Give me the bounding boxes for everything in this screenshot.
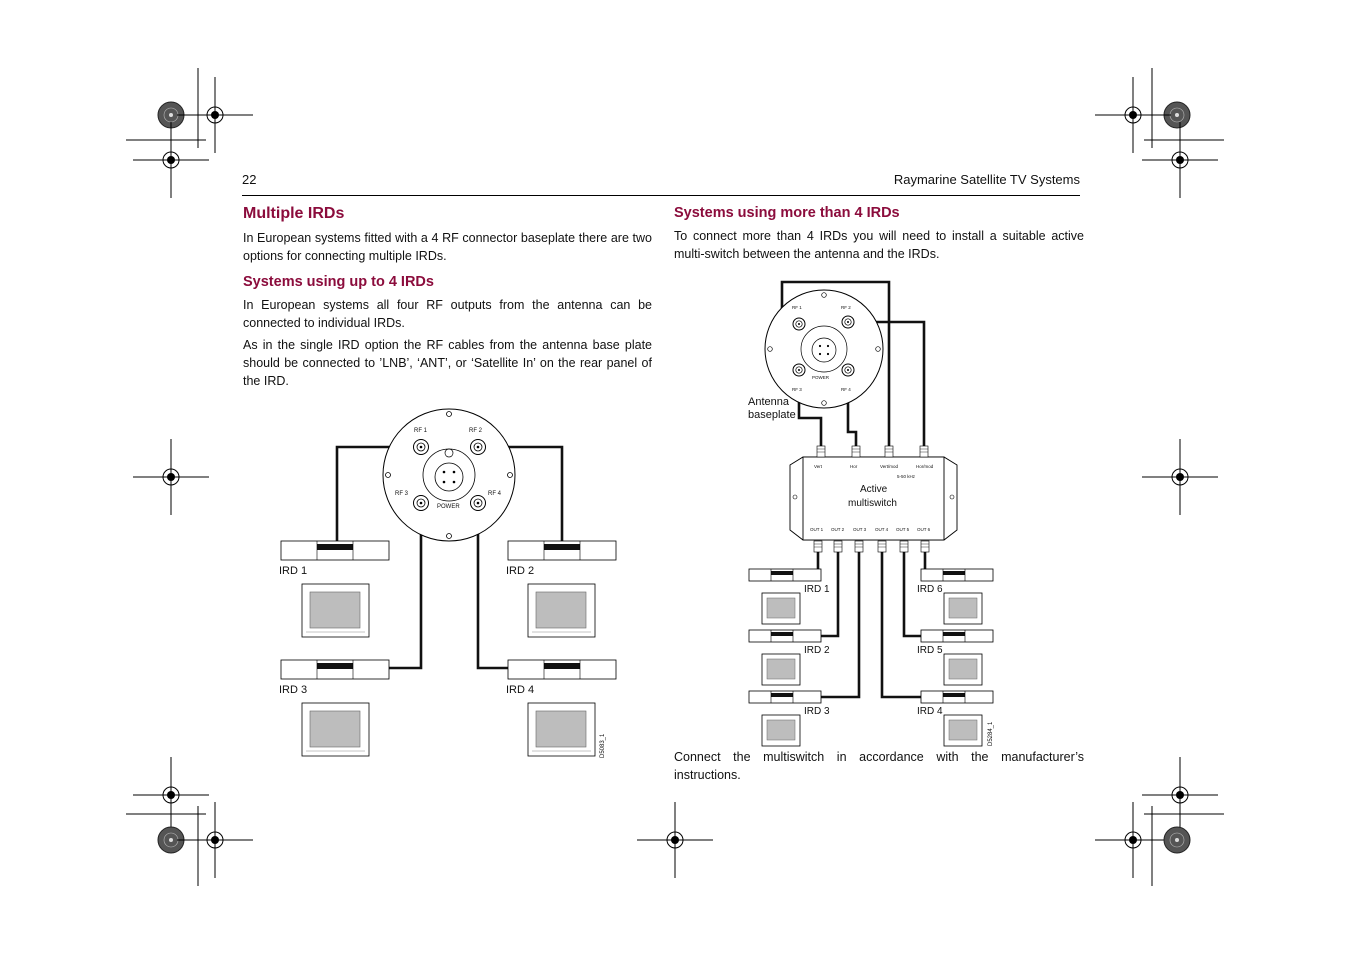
antenna-baseplate-2	[764, 289, 884, 409]
rf4-label: RF 4	[488, 491, 502, 497]
output-4: OUT 4	[875, 527, 889, 532]
page-number: 22	[242, 172, 257, 187]
ird-5-right	[920, 629, 994, 686]
output-3: OUT 3	[853, 527, 867, 532]
ird-4-right	[920, 690, 994, 747]
antenna-baseplate	[382, 408, 516, 542]
rf4-label-2: RF 4	[841, 387, 851, 392]
ird-2-left	[748, 629, 822, 686]
paragraph-four-outputs: In European systems all four RF outputs …	[243, 298, 652, 330]
input-vert-mod: Vert/mod	[880, 464, 899, 469]
rf2-label: RF 2	[469, 428, 483, 434]
ird5-label-2: IRD 5	[917, 645, 943, 656]
rf3-label-2: RF 3	[792, 387, 802, 392]
diagram2-ref-code: D5284_1	[988, 721, 994, 746]
ird1-label-2: IRD 1	[804, 584, 830, 595]
switch-label-line1: Active	[860, 484, 888, 495]
rf1-label-2: RF 1	[792, 305, 802, 310]
ird-3-left	[748, 690, 822, 747]
running-title: Raymarine Satellite TV Systems	[893, 172, 1080, 187]
ird2-label: IRD 2	[506, 565, 534, 577]
paragraph-rf-cables: As in the single IRD option the RF cable…	[243, 338, 652, 388]
output-5: OUT 5	[896, 527, 910, 532]
subsection-title-more-than-4: Systems using more than 4 IRDs	[674, 205, 900, 221]
input-hor: Hor	[850, 464, 858, 469]
output-1: OUT 1	[810, 527, 824, 532]
section-title: Multiple IRDs	[243, 205, 345, 222]
intro-paragraph: In European systems fitted with a 4 RF c…	[243, 231, 652, 263]
rf3-label: RF 3	[395, 491, 409, 497]
switch-label-line2: multiswitch	[848, 498, 897, 509]
ird-1-left	[748, 568, 822, 625]
rf1-label: RF 1	[414, 428, 428, 434]
ird3-label: IRD 3	[279, 684, 307, 696]
frequency-label: 5-50 kHz	[897, 474, 916, 479]
rf2-label-2: RF 2	[841, 305, 851, 310]
output-2: OUT 2	[831, 527, 845, 532]
diagram1-ref-code: D5083_1	[600, 733, 606, 758]
ird3-label-2: IRD 3	[804, 706, 830, 717]
subsection-title-up-to-4: Systems using up to 4 IRDs	[243, 274, 434, 290]
paragraph-multiswitch: To connect more than 4 IRDs you will nee…	[674, 229, 1084, 261]
input-vert: Vert	[814, 464, 823, 469]
rf-cables	[335, 445, 564, 670]
power-label: POWER	[437, 504, 460, 510]
input-hor-mod: Hor/mod	[916, 464, 934, 469]
antenna-label-line2: baseplate	[748, 409, 796, 421]
ird-6-right	[920, 568, 994, 625]
ird1-label: IRD 1	[279, 565, 307, 577]
ird4-label: IRD 4	[506, 684, 534, 696]
power-label-2: POWER	[812, 375, 830, 380]
active-multiswitch	[789, 445, 958, 553]
ird2-label-2: IRD 2	[804, 645, 830, 656]
paragraph-manufacturer: Connect the multiswitch in accordance wi…	[674, 750, 1084, 782]
antenna-label-line1: Antenna	[748, 396, 790, 408]
header-rule	[242, 195, 1080, 196]
output-6: OUT 6	[917, 527, 931, 532]
ird6-label-2: IRD 6	[917, 584, 943, 595]
ird4-label-2: IRD 4	[917, 706, 943, 717]
